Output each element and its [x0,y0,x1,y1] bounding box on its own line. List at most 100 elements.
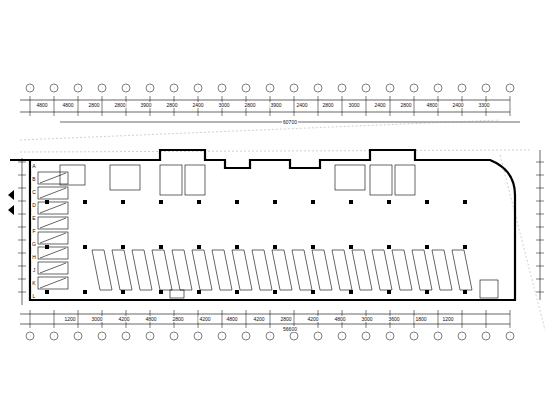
dimension-text: 2800 [279,316,292,322]
plan-stroke [536,253,544,254]
axis-bubble [218,332,226,340]
dimension-text: 1200 [441,316,454,322]
parking-stall [212,250,232,290]
column [349,290,353,294]
dimension-text: 4800 [144,316,157,322]
column [45,200,49,204]
dimension-text: 60700 [282,119,298,125]
plan-stroke [246,310,247,328]
parking-stall [38,247,68,259]
axis-bubble [50,332,58,340]
plan-stroke [30,310,31,328]
dimension-text: 2800 [165,102,178,108]
plan-stroke [536,227,544,228]
parking-stall [38,187,68,199]
plan-stroke [40,233,66,243]
axis-bubble [386,84,394,92]
axis-label: D [31,202,37,208]
axis-bubble [26,84,34,92]
axis-bubble [26,332,34,340]
plan-stroke [342,96,343,116]
axis-bubble [506,84,514,92]
plan-stroke [18,240,26,241]
axis-bubble [434,332,442,340]
plan-stroke [536,175,544,176]
plan-stroke [40,218,66,228]
axis-bubble [170,332,178,340]
axis-bubble [506,332,514,340]
axis-label: A [31,163,36,169]
parking-stall [392,250,412,290]
axis-bubble [194,84,202,92]
plan-stroke [102,96,103,116]
dimension-text: 2400 [191,102,204,108]
axis-bubble [98,332,106,340]
plan-stroke [54,96,55,116]
axis-bubble [434,84,442,92]
dimension-text: 3000 [360,316,373,322]
axis-label: G [31,241,37,247]
plan-stroke [390,96,391,116]
column [83,290,87,294]
axis-bubble [218,84,226,92]
parking-stall [372,250,392,290]
parking-stall [332,250,352,290]
parking-stall [352,250,372,290]
column [235,290,239,294]
axis-bubble [290,84,298,92]
plan-stroke [18,201,26,202]
dimension-text: 4200 [117,316,130,322]
column [45,245,49,249]
axis-label: J [32,267,37,273]
column [463,290,467,294]
plan-stroke [536,188,544,189]
column [159,200,163,204]
plan-stroke [536,162,544,163]
column [235,245,239,249]
dimension-text: 3000 [347,102,360,108]
plan-stroke [78,96,79,116]
dimension-text: 4200 [306,316,319,322]
axis-bubble [266,84,274,92]
plan-stroke [414,96,415,116]
dimension-text: 3600 [387,316,400,322]
column [83,245,87,249]
axis-bubble [194,332,202,340]
plan-stroke [536,279,544,280]
plan-stroke [462,310,463,328]
column [463,245,467,249]
plan-stroke [40,278,66,288]
axis-bubble [74,84,82,92]
column [425,200,429,204]
axis-bubble [362,84,370,92]
dimension-text: 4800 [35,102,48,108]
parking-stall [132,250,152,290]
dimension-text: 3900 [139,102,152,108]
plan-stroke [18,227,26,228]
column [235,200,239,204]
plan-stroke [318,96,319,116]
column [311,245,315,249]
axis-label: H [31,254,37,260]
dimension-text: 1800 [414,316,427,322]
parking-stall [272,250,292,290]
axis-bubble [242,84,250,92]
plan-stroke [78,310,79,328]
axis-bubble [410,332,418,340]
dimension-text: 4200 [198,316,211,322]
parking-stall [152,250,172,290]
parking-stall [172,250,192,290]
column [387,245,391,249]
axis-bubble [314,84,322,92]
plan-stroke [270,310,271,328]
dimension-text: 4800 [61,102,74,108]
plan-stroke [40,263,66,273]
axis-bubble [482,332,490,340]
dimension-text: 4200 [252,316,265,322]
dimension-text: 4800 [333,316,346,322]
axis-bubble [74,332,82,340]
parking-stall [38,262,68,274]
dimension-text: 2400 [295,102,308,108]
parking-stall [38,217,68,229]
